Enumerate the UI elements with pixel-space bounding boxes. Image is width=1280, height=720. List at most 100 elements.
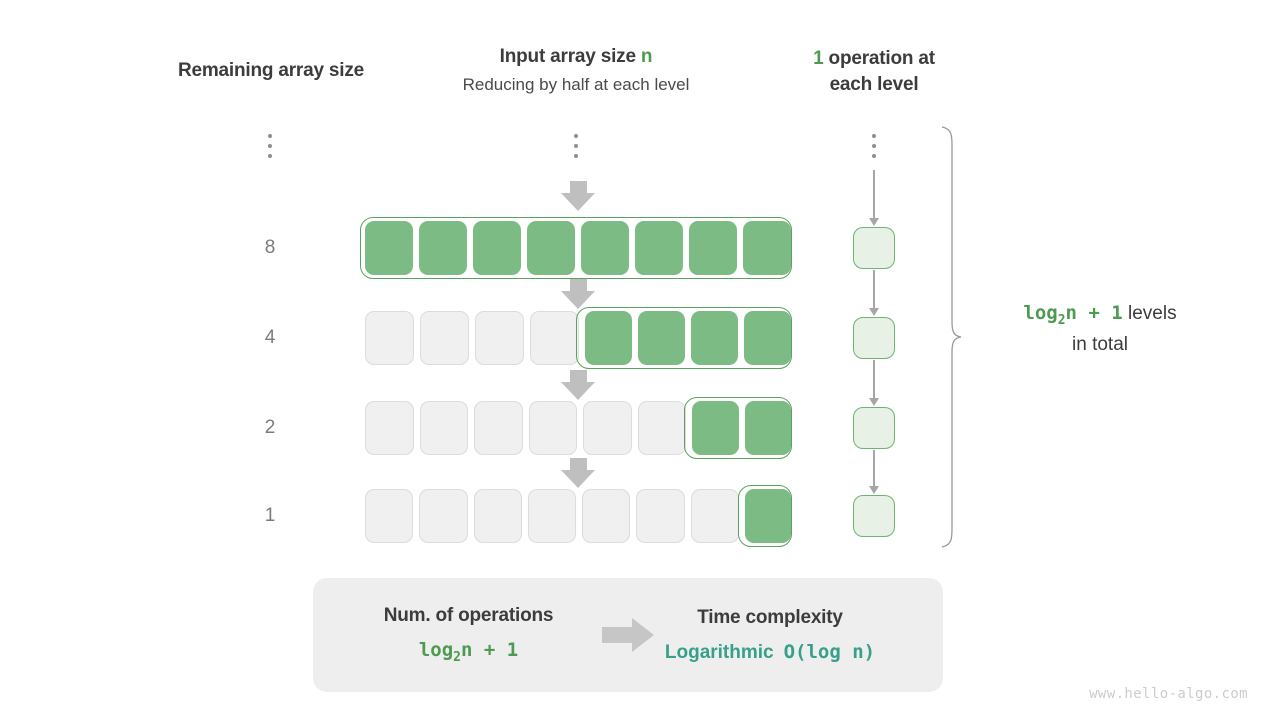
- array-row-2: [362, 397, 794, 459]
- connector-tip: [869, 218, 879, 226]
- header-right-line1: 1 operation at: [774, 46, 974, 72]
- array-cell-empty: [530, 311, 579, 365]
- connector-tip: [869, 486, 879, 494]
- array-cell-active: [744, 311, 791, 365]
- array-cell-empty: [420, 311, 469, 365]
- header-right-line1-rest: operation at: [823, 48, 936, 69]
- levels-brace-icon: [941, 126, 962, 548]
- header-left-label: Remaining array size: [177, 60, 365, 81]
- connector-line: [873, 360, 875, 399]
- array-cell-empty: [636, 489, 685, 543]
- array-cell-empty: [419, 401, 468, 455]
- arrow-shaft: [569, 279, 587, 293]
- summary-panel: Num. of operations log2n + 1 Time comple…: [313, 578, 943, 692]
- ellipsis-dot: [574, 134, 578, 138]
- array-row-1: [362, 485, 794, 547]
- ellipsis-dot: [872, 144, 876, 148]
- header-middle-title: Input array size n: [396, 46, 756, 68]
- levels-note-line1: log2n + 1 levels: [975, 300, 1225, 331]
- arrow-head: [561, 291, 595, 309]
- ellipsis-dot: [268, 134, 272, 138]
- arrow-head: [561, 382, 595, 400]
- summary-operations-title: Num. of operations: [383, 605, 554, 627]
- arrow-shaft: [602, 627, 632, 643]
- array-cell-active: [581, 221, 629, 275]
- halving-arrow-icon: [561, 181, 595, 211]
- array-cell-empty: [473, 489, 522, 543]
- array-cell-active: [744, 489, 791, 543]
- row-label-2: 2: [264, 417, 276, 438]
- operation-box-level-4: [853, 317, 895, 359]
- summary-complexity-notation: O(log n): [783, 640, 876, 663]
- array-cell-active: [692, 401, 739, 455]
- header-middle-title-variable: n: [640, 46, 653, 67]
- op-connector-arrow-icon: [868, 360, 880, 406]
- ellipsis-column-right: [869, 134, 879, 158]
- ellipsis-dot: [574, 144, 578, 148]
- arrow-shaft: [569, 181, 587, 195]
- connector-line: [873, 270, 875, 309]
- watermark: www.hello-algo.com: [1089, 686, 1248, 702]
- ellipsis-dot: [268, 144, 272, 148]
- halving-arrow-icon: [561, 458, 595, 488]
- array-cell-empty: [637, 401, 686, 455]
- header-middle-subtitle: Reducing by half at each level: [462, 75, 690, 94]
- levels-expr-tail: n + 1: [1065, 302, 1123, 324]
- op-connector-arrow-icon: [868, 170, 880, 226]
- array-cell-active: [527, 221, 575, 275]
- array-cell-active: [585, 311, 632, 365]
- array-cell-active: [419, 221, 467, 275]
- array-cell-active: [691, 311, 738, 365]
- right-arrow-icon: [602, 618, 654, 652]
- array-cell-active: [365, 221, 413, 275]
- array-cell-active: [689, 221, 737, 275]
- array-cell-active: [744, 401, 791, 455]
- halving-arrow-icon: [561, 279, 595, 309]
- arrow-head: [561, 470, 595, 488]
- levels-note-suffix: levels: [1122, 303, 1177, 324]
- summary-operations-column: Num. of operations log2n + 1: [341, 578, 596, 692]
- ellipsis-dot: [872, 154, 876, 158]
- levels-expr-base: 2: [1057, 312, 1066, 328]
- connector-tip: [869, 398, 879, 406]
- ellipsis-column-middle: [571, 134, 581, 158]
- array-cell-empty: [419, 489, 468, 543]
- ellipsis-dot: [268, 154, 272, 158]
- operation-box-level-1: [853, 495, 895, 537]
- array-cell-empty: [475, 311, 524, 365]
- ellipsis-dot: [574, 154, 578, 158]
- array-cell-active: [635, 221, 683, 275]
- ellipsis-column-left: [265, 134, 275, 158]
- array-cell-empty: [690, 489, 739, 543]
- ellipsis-dot: [872, 134, 876, 138]
- connector-line: [873, 450, 875, 487]
- connector-tip: [869, 308, 879, 316]
- op-connector-arrow-icon: [868, 450, 880, 494]
- halving-arrow-icon: [561, 370, 595, 400]
- array-cell-active: [638, 311, 685, 365]
- summary-ops-tail: n + 1: [460, 639, 519, 662]
- array-cell-empty: [365, 489, 414, 543]
- levels-note: log2n + 1 levels in total: [975, 300, 1225, 358]
- array-cells: [362, 401, 794, 455]
- array-cell-empty: [527, 489, 576, 543]
- array-cell-empty: [365, 401, 414, 455]
- operation-box-level-2: [853, 407, 895, 449]
- array-cell-empty: [528, 401, 577, 455]
- array-cell-empty: [474, 401, 523, 455]
- array-cell-active: [473, 221, 521, 275]
- row-label-4: 4: [264, 327, 276, 348]
- header-input-array-size: Input array size n Reducing by half at e…: [396, 46, 756, 95]
- arrow-head: [632, 618, 654, 652]
- operation-box-level-8: [853, 227, 895, 269]
- array-cell-empty: [583, 401, 632, 455]
- arrow-shaft: [569, 370, 587, 384]
- array-row-4: [362, 307, 794, 369]
- summary-ops-base: 2: [453, 649, 461, 665]
- summary-ops-log: log: [418, 639, 454, 662]
- header-middle-title-prefix: Input array size: [499, 46, 641, 67]
- header-right-count: 1: [813, 48, 824, 69]
- array-row-8: [360, 217, 794, 279]
